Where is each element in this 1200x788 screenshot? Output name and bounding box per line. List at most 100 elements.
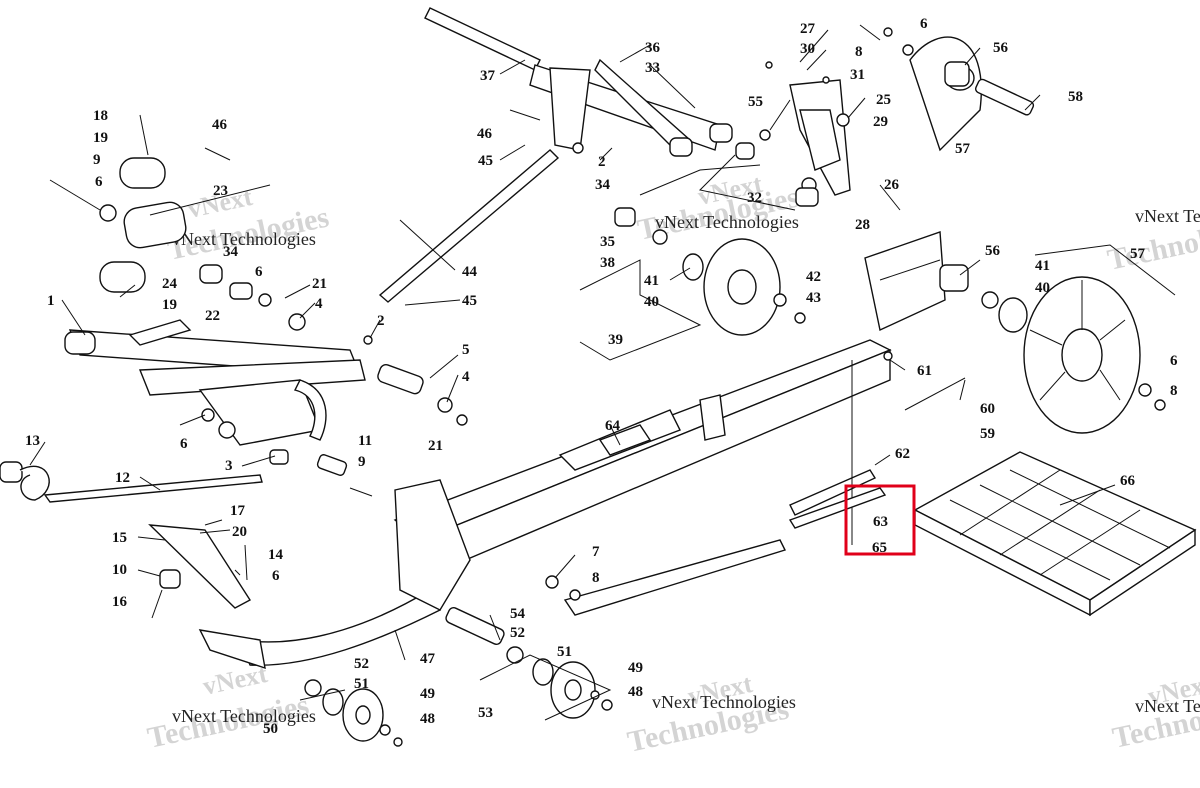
watermark-company: vNext Technologies [172, 706, 316, 726]
leader-lines [29, 29, 1116, 661]
callout-8: 8 [592, 570, 600, 586]
scissor-link [789, 79, 851, 196]
callout-65: 65 [872, 540, 887, 556]
callout-46: 46 [477, 126, 493, 142]
callout-41: 41 [1035, 258, 1050, 274]
callout-31: 31 [850, 67, 865, 83]
callout-40: 40 [1035, 280, 1050, 296]
callout-58: 58 [1068, 89, 1083, 105]
callout-49: 49 [628, 660, 643, 676]
callout-10: 10 [112, 562, 127, 578]
callout-8: 8 [855, 44, 863, 60]
callout-18: 18 [93, 108, 108, 124]
callout-6: 6 [180, 436, 188, 452]
slide-rail-assembly [198, 231, 946, 670]
callout-16: 16 [112, 594, 128, 610]
callout-23: 23 [213, 183, 228, 199]
callout-19: 19 [162, 297, 177, 313]
callout-57: 57 [1130, 246, 1146, 262]
watermark-company: vNext Technologies [172, 229, 316, 249]
callout-27: 27 [800, 21, 816, 37]
callout-46: 46 [212, 117, 228, 133]
callout-62: 62 [895, 446, 910, 462]
callout-52: 52 [510, 625, 525, 641]
callout-56: 56 [993, 40, 1009, 56]
callout-48: 48 [420, 711, 435, 727]
callout-6: 6 [95, 174, 103, 190]
callout-56: 56 [985, 243, 1001, 259]
callout-40: 40 [644, 294, 659, 310]
callout-60: 60 [980, 401, 995, 417]
callout-26: 26 [884, 177, 900, 193]
callout-50: 50 [263, 721, 278, 737]
callout-6: 6 [1170, 353, 1178, 369]
callout-4: 4 [315, 296, 323, 312]
callout-42: 42 [806, 269, 821, 285]
callout-24: 24 [162, 276, 178, 292]
callout-51: 51 [354, 676, 369, 692]
callout-55: 55 [748, 94, 763, 110]
callout-51: 51 [557, 644, 572, 660]
watermark-company: vNext Technologies [652, 692, 796, 712]
callout-64: 64 [605, 418, 621, 434]
callout-54: 54 [510, 606, 526, 622]
hardware [0, 24, 1166, 747]
callout-29: 29 [873, 114, 888, 130]
callout-15: 15 [112, 530, 127, 546]
callout-7: 7 [592, 544, 600, 560]
callout-35: 35 [600, 234, 615, 250]
callout-25: 25 [876, 92, 891, 108]
callout-2: 2 [598, 154, 606, 170]
callout-59: 59 [980, 426, 995, 442]
callout-5: 5 [462, 342, 470, 358]
callout-12: 12 [115, 470, 130, 486]
callout-1: 1 [47, 293, 55, 309]
callout-36: 36 [645, 40, 661, 56]
callout-43: 43 [806, 290, 821, 306]
callout-57: 57 [955, 141, 971, 157]
watermark-company: vNext Technologies [1135, 206, 1200, 226]
callout-66: 66 [1120, 473, 1136, 489]
callout-6: 6 [255, 264, 263, 280]
callout-63: 63 [873, 514, 888, 530]
callout-4: 4 [462, 369, 470, 385]
callout-21: 21 [312, 276, 327, 292]
callout-3: 3 [225, 458, 233, 474]
callout-labels: 1 2 2 3 4 4 5 6 6 6 6 6 6 7 8 8 8 9 9 10… [25, 16, 1178, 737]
callout-53: 53 [478, 705, 493, 721]
highlight-box [844, 484, 916, 556]
callout-14: 14 [268, 547, 284, 563]
callout-20: 20 [232, 524, 247, 540]
callout-52: 52 [354, 656, 369, 672]
callout-6: 6 [272, 568, 280, 584]
idler-wheels [322, 36, 1141, 742]
rear-arm-assembly [378, 7, 733, 303]
callout-49: 49 [420, 686, 435, 702]
callout-34: 34 [223, 244, 239, 260]
group-brackets [149, 154, 1176, 721]
callout-6: 6 [920, 16, 928, 32]
callout-45: 45 [462, 293, 477, 309]
callout-41: 41 [644, 273, 659, 289]
callout-22: 22 [205, 308, 220, 324]
callout-45: 45 [478, 153, 493, 169]
callout-21: 21 [428, 438, 443, 454]
callout-44: 44 [462, 264, 478, 280]
watermarks: vNext Technologies Technologies vNext Te… [145, 169, 1200, 759]
callout-32: 32 [747, 190, 762, 206]
callout-2: 2 [377, 313, 385, 329]
watermark-company: vNext Technologies [1135, 696, 1200, 716]
watermark-company: vNext Technologies [655, 212, 799, 232]
callout-37: 37 [480, 68, 496, 84]
callout-34: 34 [595, 177, 611, 193]
callout-38: 38 [600, 255, 615, 271]
callout-11: 11 [358, 433, 372, 449]
callout-30: 30 [800, 41, 815, 57]
wear-strip-66 [913, 451, 1197, 617]
callout-47: 47 [420, 651, 436, 667]
callout-19: 19 [93, 130, 108, 146]
callout-61: 61 [917, 363, 932, 379]
callout-13: 13 [25, 433, 40, 449]
callout-33: 33 [645, 60, 660, 76]
